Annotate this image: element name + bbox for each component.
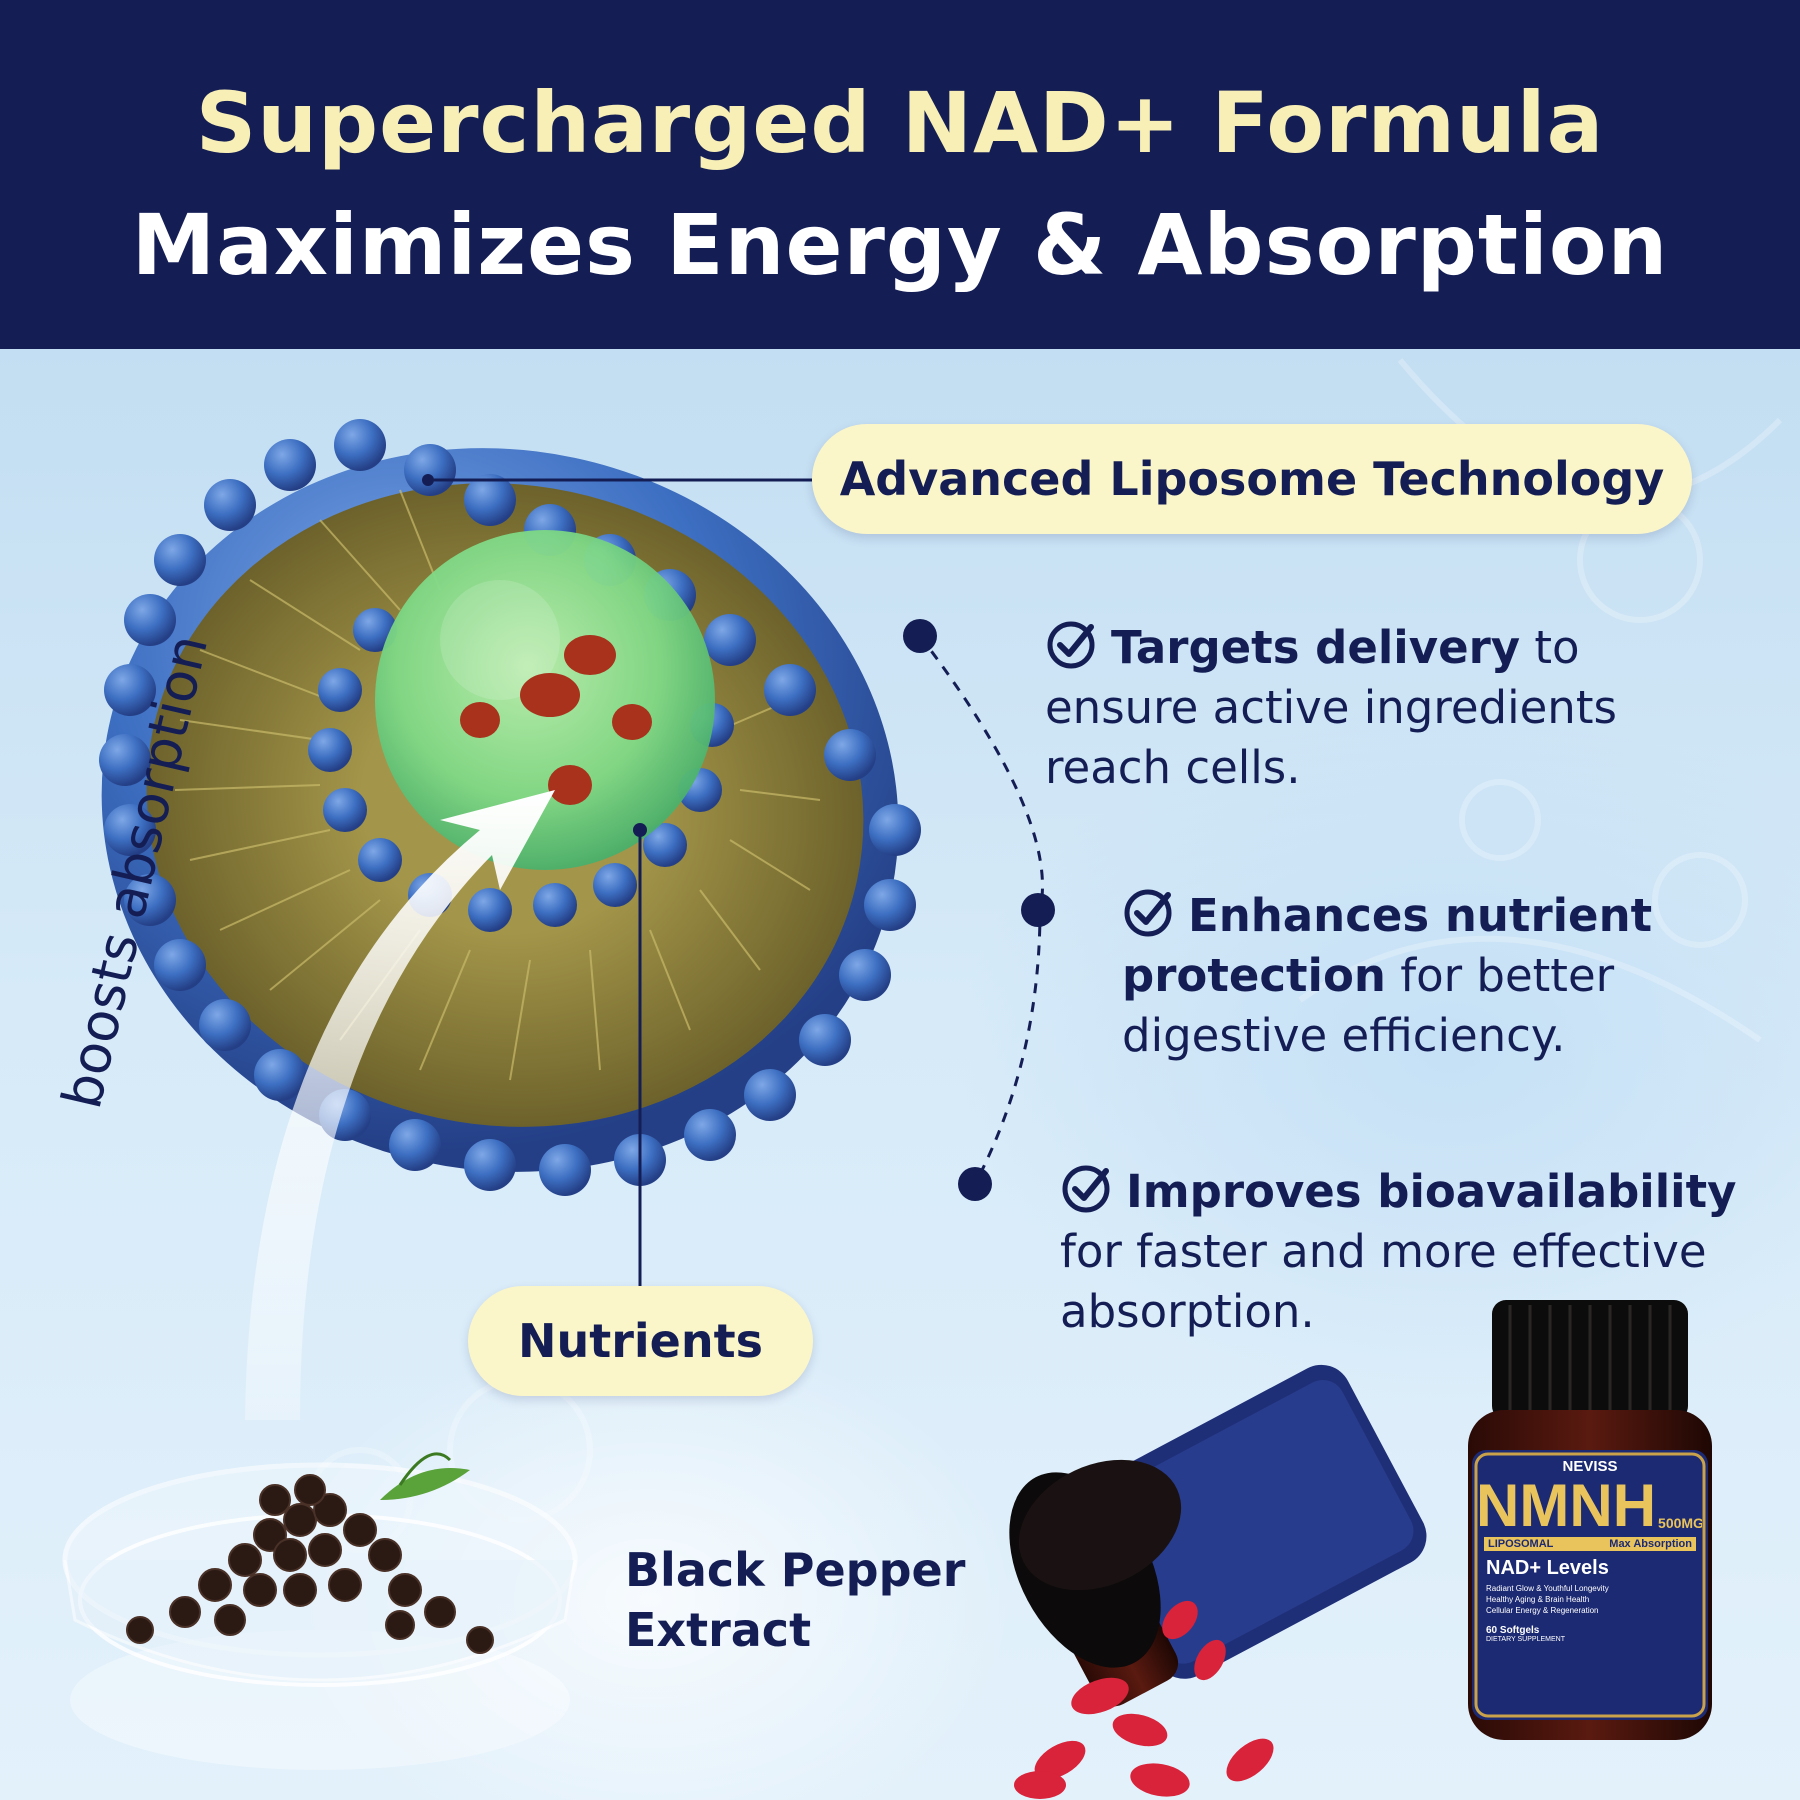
benefit-1-text-b: ensure active ingredients (1045, 681, 1617, 734)
label-bullet-3: Cellular Energy & Regeneration (1486, 1606, 1599, 1615)
label-liposomal: LIPOSOMAL (1488, 1538, 1554, 1550)
benefit-1-bold: Targets delivery (1111, 621, 1521, 674)
nutrient-particles (460, 635, 652, 805)
header-banner: Supercharged NAD+ Formula Maximizes Ener… (0, 0, 1800, 349)
check-circle-icon (1062, 1165, 1110, 1213)
label-nad-levels: NAD+ Levels (1486, 1557, 1609, 1579)
benefit-3-text-b: absorption. (1060, 1285, 1315, 1338)
label-max-absorption: Max Absorption (1609, 1538, 1692, 1550)
liposome-technology-pill: Advanced Liposome Technology (812, 424, 1692, 534)
check-circle-icon (1047, 621, 1095, 669)
benefit-3-text-a: for faster and more effective (1060, 1225, 1707, 1278)
benefit-3: Improves bioavailability for faster and … (1060, 1162, 1800, 1342)
absorption-arrow (245, 790, 555, 1420)
headline-line-2: Maximizes Energy & Absorption (131, 196, 1669, 294)
nutrients-pill: Nutrients (468, 1286, 813, 1396)
label-bullet-2: Healthy Aging & Brain Health (1486, 1595, 1590, 1604)
timeline-dot-1 (903, 619, 937, 653)
label-bullet-1: Radiant Glow & Youthful Longevity (1486, 1584, 1609, 1593)
benefit-1-text-c: reach cells. (1045, 741, 1301, 794)
check-circle-icon (1124, 889, 1172, 937)
product-name: NMNH (1478, 1472, 1657, 1539)
benefit-2: Enhances nutrient protection for better … (1122, 886, 1742, 1066)
black-pepper-extract-label: Black Pepper Extract (625, 1540, 965, 1660)
label-count: 60 Softgels (1486, 1625, 1540, 1636)
tipped-bottle (1009, 1364, 1427, 1707)
benefit-2-bold-b: protection (1122, 949, 1386, 1002)
product-dose: 500MG (1658, 1515, 1702, 1531)
pepper-label-line-2: Extract (625, 1603, 812, 1657)
label-type: DIETARY SUPPLEMENT (1486, 1636, 1565, 1643)
brand-name: NEVISS (1562, 1458, 1618, 1475)
benefit-2-text-a: for better (1385, 949, 1615, 1002)
product-label: NEVISS NMNH 500MG LIPOSOMAL Max Absorpti… (1478, 1456, 1702, 1714)
nutrients-label: Nutrients (517, 1314, 763, 1368)
benefit-1-text-a: to (1520, 621, 1580, 674)
benefit-1: Targets delivery to ensure active ingred… (1045, 618, 1685, 798)
softgel-capsules (1014, 1600, 1274, 1799)
leaf-icon (380, 1468, 470, 1500)
benefit-2-bold: Enhances nutrient (1188, 889, 1653, 942)
liposome-technology-label: Advanced Liposome Technology (839, 452, 1665, 506)
upright-bottle (1468, 1300, 1712, 1740)
black-pepper-pile (126, 1474, 494, 1654)
pepper-label-line-1: Black Pepper (625, 1543, 966, 1597)
timeline-dot-2 (1021, 893, 1055, 927)
headline-line-1: Supercharged NAD+ Formula (195, 74, 1605, 172)
benefit-3-bold: Improves bioavailability (1126, 1165, 1737, 1218)
benefit-2-text-b: digestive efficiency. (1122, 1009, 1566, 1062)
timeline-dot-3 (958, 1167, 992, 1201)
